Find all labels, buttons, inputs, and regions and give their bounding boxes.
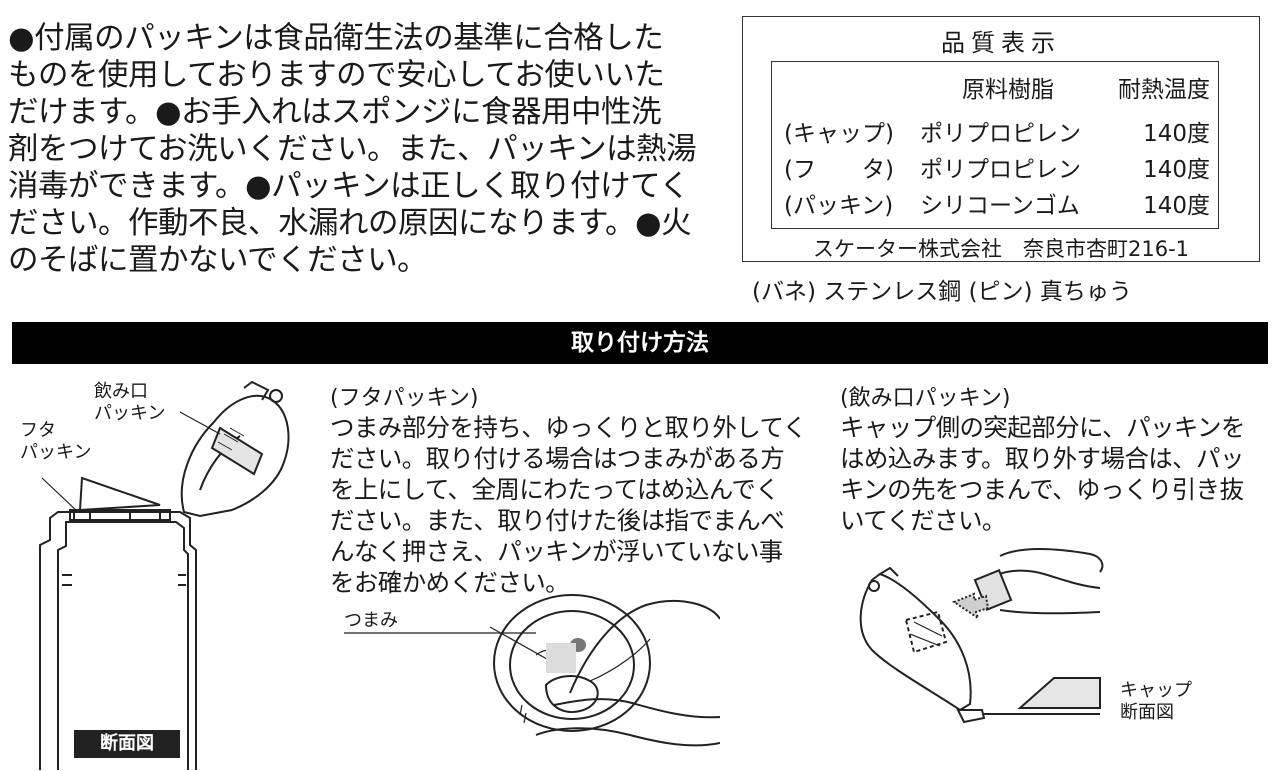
instruction-line: いてください。 bbox=[840, 506, 1006, 535]
row-part: (キャップ) bbox=[784, 121, 894, 147]
instruction-line: キャップ側の突起部分に、パッキンを bbox=[840, 413, 1245, 442]
quality-label-box: 品質表示 原料樹脂 耐熱温度 (キャップ) ポリプロピレン 140度 (フ タ)… bbox=[742, 16, 1260, 262]
spring-pin-note: (バネ) ステンレス鋼 (ピン) 真ちゅう bbox=[752, 279, 1132, 305]
row-heat: 140度 bbox=[1143, 121, 1210, 147]
lid-gasket-heading: (フタパッキン) bbox=[330, 386, 479, 411]
row-part: (フ タ) bbox=[784, 157, 894, 183]
bottle-cross-section-diagram bbox=[39, 380, 290, 770]
mouth-gasket-heading: (飲み口パッキン) bbox=[840, 386, 1011, 411]
row-heat: 140度 bbox=[1143, 193, 1210, 219]
label-mouth-gasket: 飲み口 パッキン bbox=[94, 381, 165, 425]
instruction-line: つまみ部分を持ち、ゆっくりと取り外してく bbox=[330, 413, 807, 442]
quality-title: 品質表示 bbox=[941, 29, 1061, 57]
intro-line: ものを使用しておりますので安心してお使いいた bbox=[8, 58, 665, 93]
header-heat: 耐熱温度 bbox=[1118, 77, 1210, 103]
label-line: パッキン bbox=[20, 442, 92, 463]
row-material: ポリプロピレン bbox=[920, 121, 1081, 147]
row-material: ポリプロピレン bbox=[920, 157, 1081, 183]
intro-line: ●付属のパッキンは食品衛生法の基準に合格した bbox=[8, 21, 664, 56]
intro-line: だけます。●お手入れはスポンジに食器用中性洗 bbox=[8, 95, 662, 130]
label-line: フタ bbox=[20, 420, 56, 441]
instruction-line: ださい。また、取り付けた後は指でまんべ bbox=[330, 506, 785, 535]
install-method-bar: 取り付け方法 bbox=[12, 322, 1268, 364]
label-line: 飲み口 bbox=[94, 381, 148, 402]
label-line: パッキン bbox=[94, 403, 166, 424]
mouth-gasket-instructions: キャップ側の突起部分に、パッキンを はめ込みます。取り外す場合は、パッ キンの先… bbox=[840, 412, 1245, 536]
intro-line: 消毒ができます。●パッキンは正しく取り付けてく bbox=[8, 169, 690, 204]
label-cap-section: キャップ 断面図 bbox=[1120, 680, 1192, 724]
instruction-line: はめ込みます。取り外す場合は、パッ bbox=[840, 444, 1244, 473]
row-heat: 140度 bbox=[1143, 157, 1210, 183]
intro-paragraph: ●付属のパッキンは食品衛生法の基準に合格した ものを使用しておりますので安心して… bbox=[8, 20, 698, 279]
intro-line: 剤をつけてお洗いください。また、パッキンは熱湯 bbox=[8, 132, 697, 167]
label-knob: つまみ bbox=[344, 610, 398, 631]
instruction-line: をお確かめください。 bbox=[330, 568, 570, 597]
label-lid-gasket: フタ パッキン bbox=[20, 420, 91, 464]
intro-line: ださい。作動不良、水漏れの原因になります。●火 bbox=[8, 206, 692, 241]
lid-gasket-removal-illustration bbox=[344, 594, 720, 747]
header-material: 原料樹脂 bbox=[962, 77, 1054, 103]
row-material: シリコーンゴム bbox=[920, 193, 1080, 219]
lid-gasket-instructions: つまみ部分を持ち、ゆっくりと取り外してく ださい。取り付ける場合はつまみがある方… bbox=[330, 412, 807, 598]
quality-table: 原料樹脂 耐熱温度 (キャップ) ポリプロピレン 140度 (フ タ) ポリプロ… bbox=[771, 61, 1219, 229]
instruction-line: キンの先をつまんで、ゆっくり引き抜 bbox=[840, 475, 1244, 504]
cross-section-badge: 断面図 bbox=[74, 730, 180, 758]
instruction-line: を上にして、全周にわたってはめ込んでく bbox=[330, 475, 780, 504]
intro-line: のそばに置かないでください。 bbox=[8, 243, 428, 278]
mouth-gasket-removal-illustration bbox=[859, 548, 1104, 724]
row-part: (パッキン) bbox=[784, 193, 894, 219]
label-line: キャップ bbox=[1120, 680, 1192, 701]
label-line: 断面図 bbox=[1120, 702, 1174, 723]
instruction-line: んなく押さえ、パッキンが浮いていない事 bbox=[330, 537, 783, 566]
instruction-line: ださい。取り付ける場合はつまみがある方 bbox=[330, 444, 785, 473]
company-info: スケーター株式会社 奈良市杏町216-1 bbox=[812, 237, 1190, 261]
